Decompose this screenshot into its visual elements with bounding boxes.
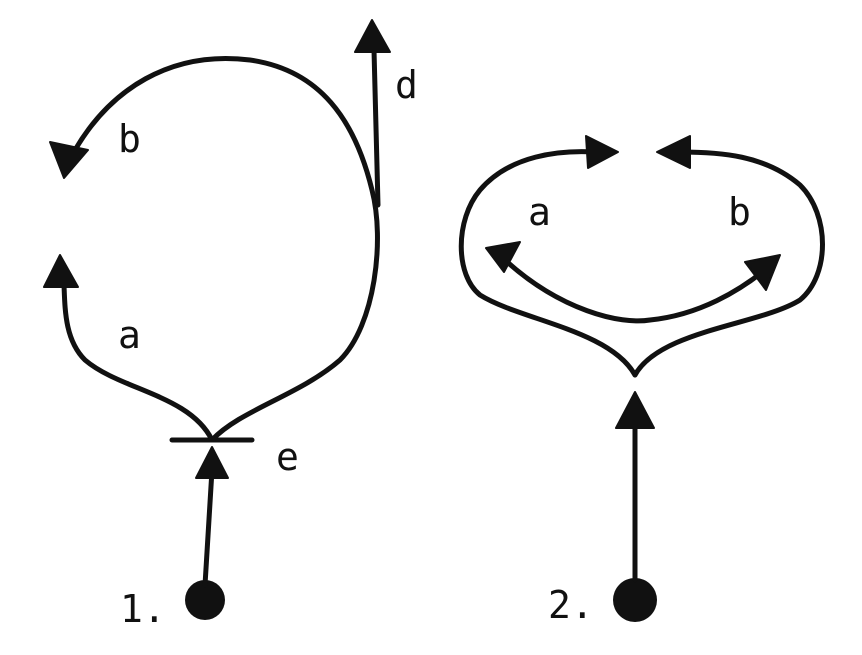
outer-branch-a-arrowhead bbox=[585, 135, 619, 169]
branch-a bbox=[61, 282, 215, 443]
stem-arrowhead-2 bbox=[615, 391, 655, 429]
branch-b-arrowhead bbox=[49, 141, 89, 179]
branch-a-arrowhead bbox=[43, 254, 79, 288]
diagram-1: b d a e 1. bbox=[43, 19, 418, 631]
outer-branch-b bbox=[632, 149, 825, 378]
inner-arc-left-arrowhead bbox=[485, 241, 521, 273]
branch-d-arrowhead bbox=[354, 19, 391, 53]
branch-b-loop bbox=[72, 56, 380, 443]
stem-1 bbox=[202, 467, 215, 588]
diagram-number-1: 1. bbox=[120, 587, 166, 631]
origin-node-1 bbox=[185, 580, 225, 620]
label-b-1: b bbox=[118, 117, 141, 161]
label-a-1: a bbox=[118, 313, 141, 357]
diagram-2: a b 2. bbox=[458, 135, 825, 627]
label-a-2: a bbox=[528, 190, 551, 234]
inner-arc-right-arrowhead bbox=[744, 254, 781, 291]
stem-arrowhead-1 bbox=[195, 446, 229, 479]
diagram-number-2: 2. bbox=[548, 583, 594, 627]
label-d-1: d bbox=[395, 63, 418, 107]
label-e-1: e bbox=[276, 435, 299, 479]
outer-branch-a bbox=[458, 149, 638, 378]
outer-branch-b-arrowhead bbox=[656, 135, 691, 169]
label-b-2: b bbox=[728, 190, 751, 234]
branch-d bbox=[371, 47, 381, 208]
inner-arc bbox=[502, 257, 768, 324]
origin-node-2 bbox=[613, 578, 657, 622]
